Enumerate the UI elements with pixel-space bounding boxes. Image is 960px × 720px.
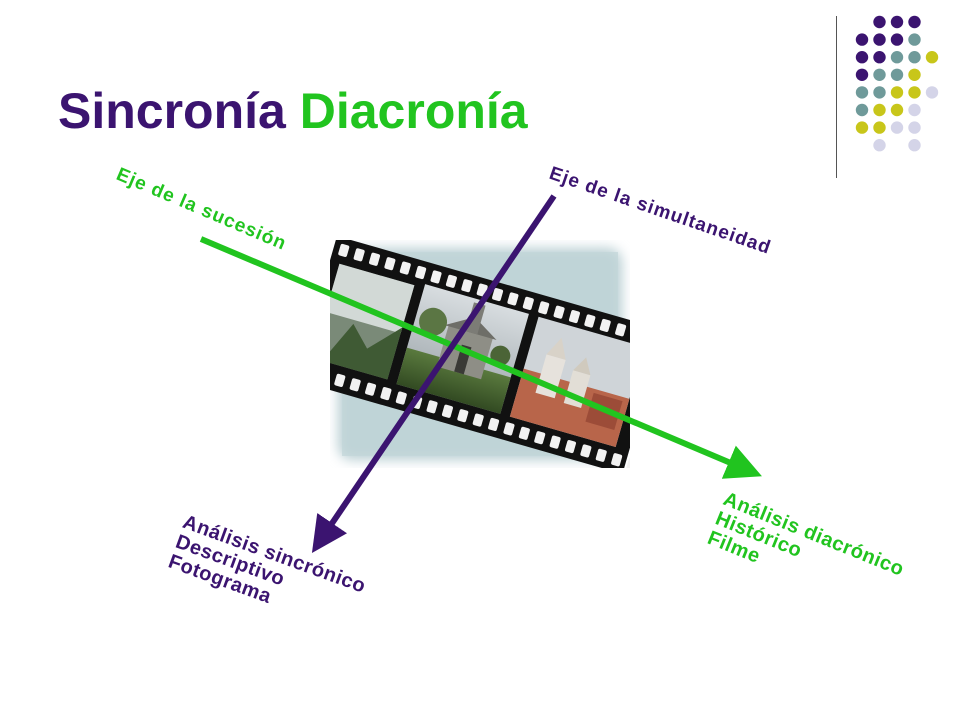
film-sprocket-hole bbox=[399, 261, 411, 275]
title-word-sincronia: Sincronía bbox=[58, 83, 286, 139]
film-sprocket-hole bbox=[492, 288, 504, 302]
film-sprocket-hole bbox=[503, 422, 515, 436]
film-sprocket-hole bbox=[538, 301, 550, 315]
axis-sucesion-arrow bbox=[199, 236, 762, 479]
film-sprocket-hole bbox=[599, 318, 611, 332]
film-sprocket-hole bbox=[568, 310, 580, 324]
film-sprocket-hole bbox=[430, 270, 442, 284]
film-sprocket-hole bbox=[580, 444, 592, 458]
film-sprocket-hole bbox=[384, 257, 396, 271]
film-sprocket-hole bbox=[615, 323, 627, 337]
film-sprocket-hole bbox=[507, 292, 519, 306]
film-sprocket-hole bbox=[334, 373, 346, 387]
film-sprocket-hole bbox=[395, 391, 407, 405]
film-sprocket-hole bbox=[457, 409, 469, 423]
film-sprocket-hole bbox=[461, 279, 473, 293]
film-sprocket-hole bbox=[472, 413, 484, 427]
film-sprocket-hole bbox=[611, 453, 623, 467]
film-sprocket-hole bbox=[549, 435, 561, 449]
film-sprocket-hole bbox=[595, 448, 607, 462]
film-sprocket-hole bbox=[488, 417, 500, 432]
film-sprocket-hole bbox=[626, 457, 630, 468]
film-sprocket-hole bbox=[365, 382, 377, 396]
film-sprocket-hole bbox=[349, 378, 361, 392]
film-sprocket-hole bbox=[553, 305, 565, 319]
film-sprocket-hole bbox=[584, 314, 596, 328]
film-sprocket-hole bbox=[426, 400, 438, 414]
film-sprocket-hole bbox=[353, 248, 365, 262]
axis-simultaneidad-arrow bbox=[311, 194, 557, 553]
decorative-divider-line bbox=[836, 16, 837, 178]
film-sprocket-hole bbox=[380, 387, 392, 401]
film-sprocket-hole bbox=[338, 243, 350, 257]
film-sprocket-hole bbox=[534, 431, 546, 445]
film-sprocket-hole bbox=[445, 274, 457, 288]
title-word-diacronia: Diacronía bbox=[299, 83, 528, 139]
film-sprocket-hole bbox=[522, 296, 534, 310]
slide-title: Sincronía Diacronía bbox=[58, 82, 528, 140]
film-sprocket-hole bbox=[441, 404, 453, 418]
film-sprocket-hole bbox=[564, 439, 577, 454]
film-sprocket-hole bbox=[369, 252, 381, 266]
film-sprocket-hole bbox=[415, 265, 427, 280]
film-sprocket-hole bbox=[518, 426, 530, 440]
